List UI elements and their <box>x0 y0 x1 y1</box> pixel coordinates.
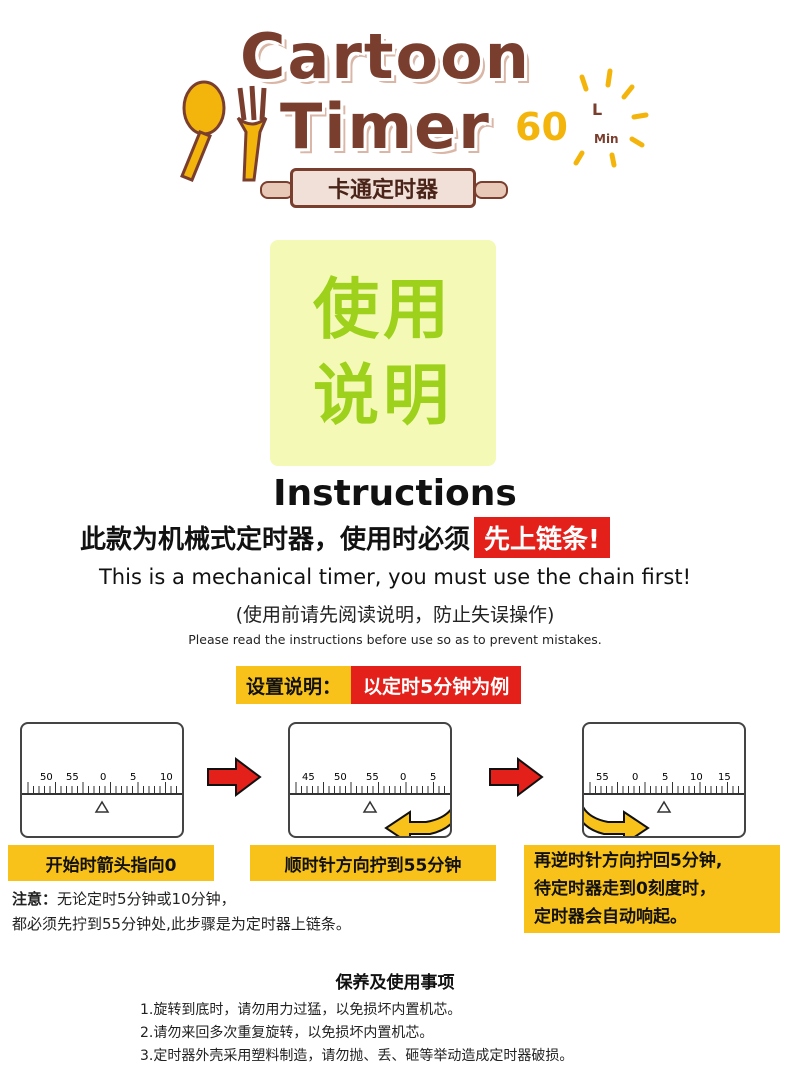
setup-banner: 设置说明： 以定时5分钟为例 <box>236 666 522 704</box>
title-line2: 说明 <box>313 357 453 434</box>
dial-panel-3: 55 0 5 10 15 <box>582 722 746 838</box>
step-3-line-3: 定时器会自动响起。 <box>534 907 687 927</box>
dial-2-tick-label: 45 <box>302 772 315 783</box>
logo: Cartoon Timer 60 L Min 卡通定时器 <box>160 10 660 210</box>
care-item: 2.请勿来回多次重复旋转，以免损坏内置机芯。 <box>140 1025 434 1041</box>
care-item: 3.定时器外壳采用塑料制造，请勿抛、丢、砸等举动造成定时器破损。 <box>140 1048 574 1064</box>
setup-label: 设置说明： <box>236 666 352 704</box>
title-line1: 使用 <box>313 271 453 348</box>
note-text-1: 无论定时5分钟或10分钟， <box>57 890 236 908</box>
dial-1-tick-label: 10 <box>160 772 173 783</box>
rolling-pin-handle-right <box>474 181 508 199</box>
pointer-triangle-icon <box>94 800 110 813</box>
logo-title-line1: Cartoon <box>240 20 531 93</box>
step-3-label: 再逆时针方向拧回5分钟, 待定时器走到0刻度时， 定时器会自动响起。 <box>524 845 780 933</box>
step-2-label: 顺时针方向拧到55分钟 <box>250 845 496 881</box>
clockwise-arrow-icon <box>384 808 450 836</box>
logo-sixty: 60 <box>515 105 568 149</box>
counterclockwise-arrow-icon <box>584 806 650 836</box>
dial-scale-2: 45 50 55 0 5 <box>290 772 450 836</box>
note-label: 注意： <box>12 890 58 908</box>
pointer-triangle-icon <box>656 800 672 813</box>
note-line-2: 都必须先拧到55分钟处,此步骤是为定时器上链条。 <box>12 915 351 933</box>
dial-2-tick-label: 55 <box>366 772 379 783</box>
dial-1-tick-label: 50 <box>40 772 53 783</box>
dial-1-tick-label: 5 <box>130 772 136 783</box>
step-3-line-2: 待定时器走到0刻度时， <box>534 879 716 899</box>
fork-icon <box>236 85 268 182</box>
dial-scale-1: 50 55 0 5 10 <box>22 772 182 813</box>
dial-3-tick-label: 0 <box>632 772 638 783</box>
dial-panel-2: 45 50 55 0 5 <box>288 722 452 838</box>
logo-banner: 卡通定时器 <box>290 168 476 208</box>
spoon-icon <box>180 80 226 182</box>
step-1-label: 开始时箭头指向0 <box>8 845 214 881</box>
logo-unit-l: L <box>592 100 603 119</box>
dial-panel-1: 50 55 0 5 10 <box>20 722 184 838</box>
note-line-1: 注意：无论定时5分钟或10分钟， <box>12 888 236 909</box>
dial-1-tick-label: 0 <box>100 772 106 783</box>
title-block: 使用 说明 <box>270 240 496 466</box>
dial-2-tick-label: 50 <box>334 772 347 783</box>
arrow-right-icon <box>489 757 544 797</box>
pointer-triangle-icon <box>362 800 378 813</box>
setup-example: 以定时5分钟为例 <box>351 666 522 704</box>
cn-warning-highlight: 先上链条! <box>474 516 610 558</box>
dial-3-tick-label: 5 <box>662 772 668 783</box>
dial-3-tick-label: 10 <box>690 772 703 783</box>
logo-unit-min: Min <box>594 132 619 146</box>
cn-warning-text: 此款为机械式定时器，使用时必须 <box>80 524 471 555</box>
step-3-line-1: 再逆时针方向拧回5分钟, <box>534 851 723 871</box>
sun-rays-icon <box>573 68 649 168</box>
instructions-heading: Instructions <box>273 473 517 514</box>
care-title: 保养及使用事项 <box>335 973 455 993</box>
dial-2-tick-label: 5 <box>430 772 436 783</box>
rolling-pin-icon <box>260 181 294 199</box>
dial-scale-3: 55 0 5 10 15 <box>584 772 744 836</box>
cn-read-note: (使用前请先阅读说明，防止失误操作) <box>235 604 555 626</box>
en-warning-line: This is a mechanical timer, you must use… <box>98 565 692 589</box>
dial-2-tick-label: 0 <box>400 772 406 783</box>
cn-warning-line: 此款为机械式定时器，使用时必须 先上链条! <box>80 516 610 558</box>
logo-title-line2: Timer <box>280 90 491 163</box>
dial-3-tick-label: 55 <box>596 772 609 783</box>
en-read-note: Please read the instructions before use … <box>188 632 602 647</box>
arrow-right-icon <box>207 757 262 797</box>
care-item: 1.旋转到底时，请勿用力过猛，以免损坏内置机芯。 <box>140 1002 462 1018</box>
dial-1-tick-label: 55 <box>66 772 79 783</box>
dial-3-tick-label: 15 <box>718 772 731 783</box>
